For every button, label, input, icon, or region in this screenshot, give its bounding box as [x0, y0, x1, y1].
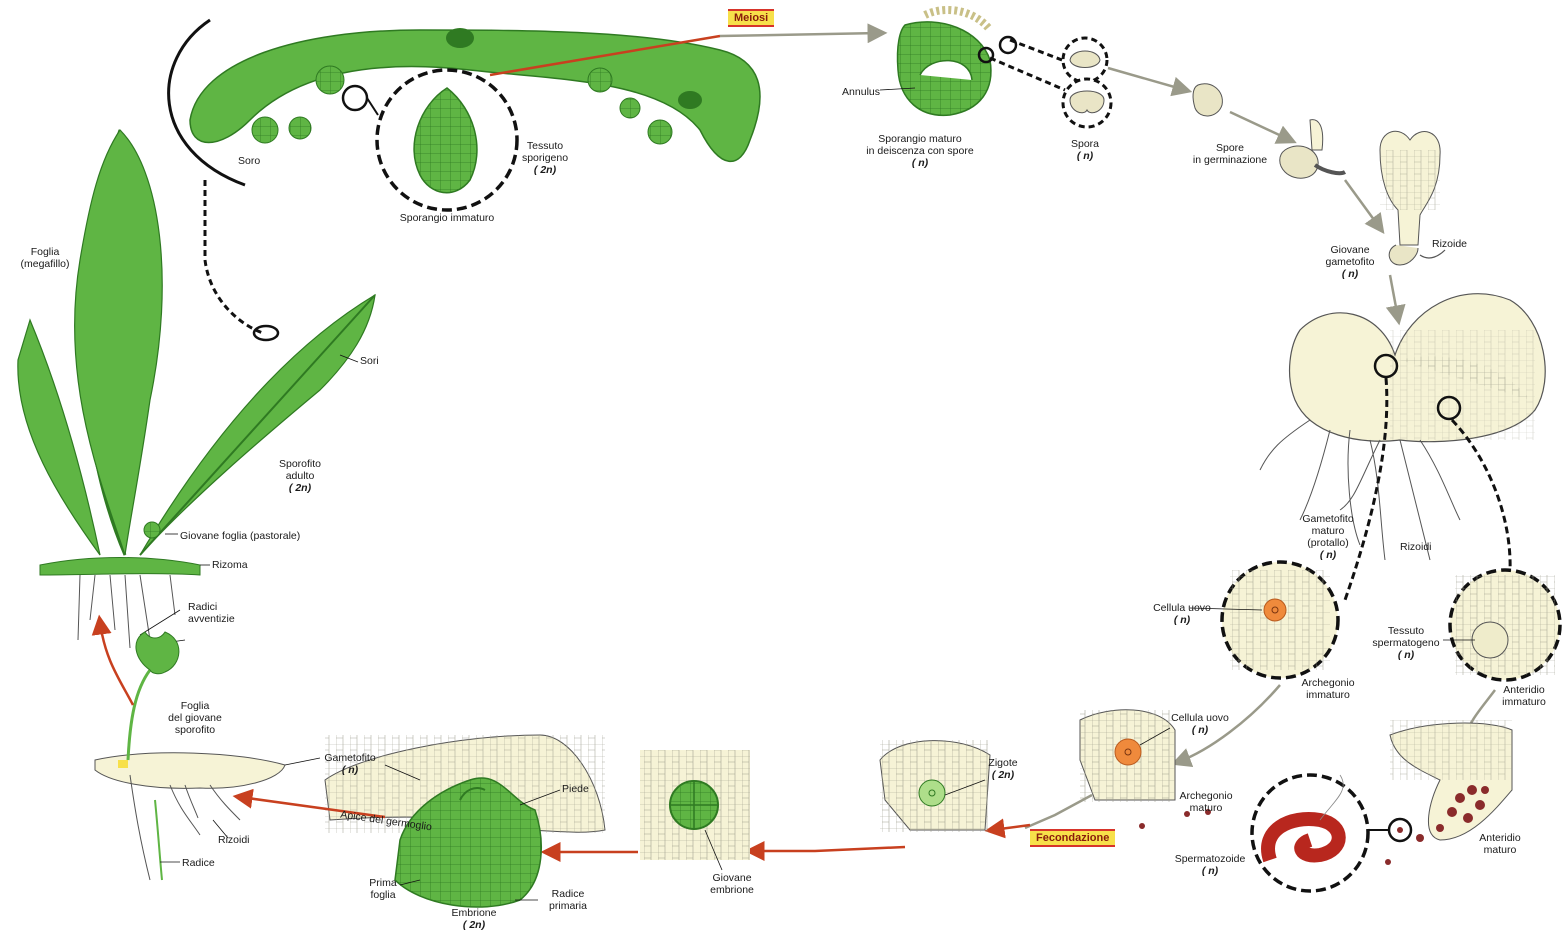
label-radice: Radice [182, 857, 215, 869]
label-zigote: Zigote( 2n) [988, 757, 1017, 781]
label-cellula-uovo-top: Cellula uovo( n) [1153, 602, 1211, 626]
arrow-from-meiosis [720, 33, 880, 36]
label-rizoma: Rizoma [212, 559, 248, 571]
label-rizoidi-right: Rizoidi [1400, 541, 1432, 553]
arrow-to-young-gametophyte [1230, 112, 1290, 140]
label-soro: Soro [238, 155, 260, 167]
dashed-connector-antheridium [1452, 420, 1510, 572]
arrow-to-zygote [992, 825, 1030, 830]
young-sporophyte [95, 632, 320, 880]
arrow-to-mature-gametophyte [1390, 275, 1398, 318]
label-gametofito-left: Gametofito( n) [324, 752, 375, 776]
immature-archegonium-zoom [1190, 562, 1338, 678]
immature-antheridium-zoom [1443, 570, 1560, 680]
arrow-to-adult-sporophyte [100, 622, 133, 705]
mature-archegonium [1080, 710, 1175, 802]
fertilization-label: Fecondazione [1030, 829, 1115, 847]
label-giovane-foglia: Giovane foglia (pastorale) [180, 530, 300, 542]
arrow-to-young-embryo [752, 847, 905, 851]
label-rizoide: Rizoide [1432, 238, 1467, 250]
young-embryo [640, 750, 750, 870]
adult-sporophyte-fern [18, 130, 375, 648]
meiosis-label: Meiosi [728, 9, 774, 27]
sperm-zoom [1252, 775, 1411, 891]
label-spermatozoide: Spermatozoide( n) [1175, 853, 1246, 877]
zygote [880, 740, 990, 832]
label-cellula-uovo-bottom: Cellula uovo( n) [1171, 712, 1229, 736]
label-sporangio-immaturo: Sporangio immaturo [400, 212, 495, 224]
dashed-connector-sori [205, 180, 263, 333]
label-piede: Piede [562, 783, 589, 795]
label-spora: Spora( n) [1071, 138, 1099, 162]
label-embrione: Embrione( 2n) [452, 907, 497, 931]
arrow-to-germination [1108, 68, 1185, 90]
label-annulus: Annulus [842, 86, 880, 98]
fertilization-link [1025, 795, 1092, 828]
immature-sporangium-zoom [367, 70, 517, 210]
arrow-to-young-gametophyte-2 [1345, 180, 1380, 228]
label-sori: Sori [360, 355, 379, 367]
label-foglia-megafillo: Foglia(megafillo) [20, 246, 69, 270]
mature-sporangium [880, 10, 1016, 115]
label-rizoidi-left: Rizoidi [218, 834, 250, 846]
